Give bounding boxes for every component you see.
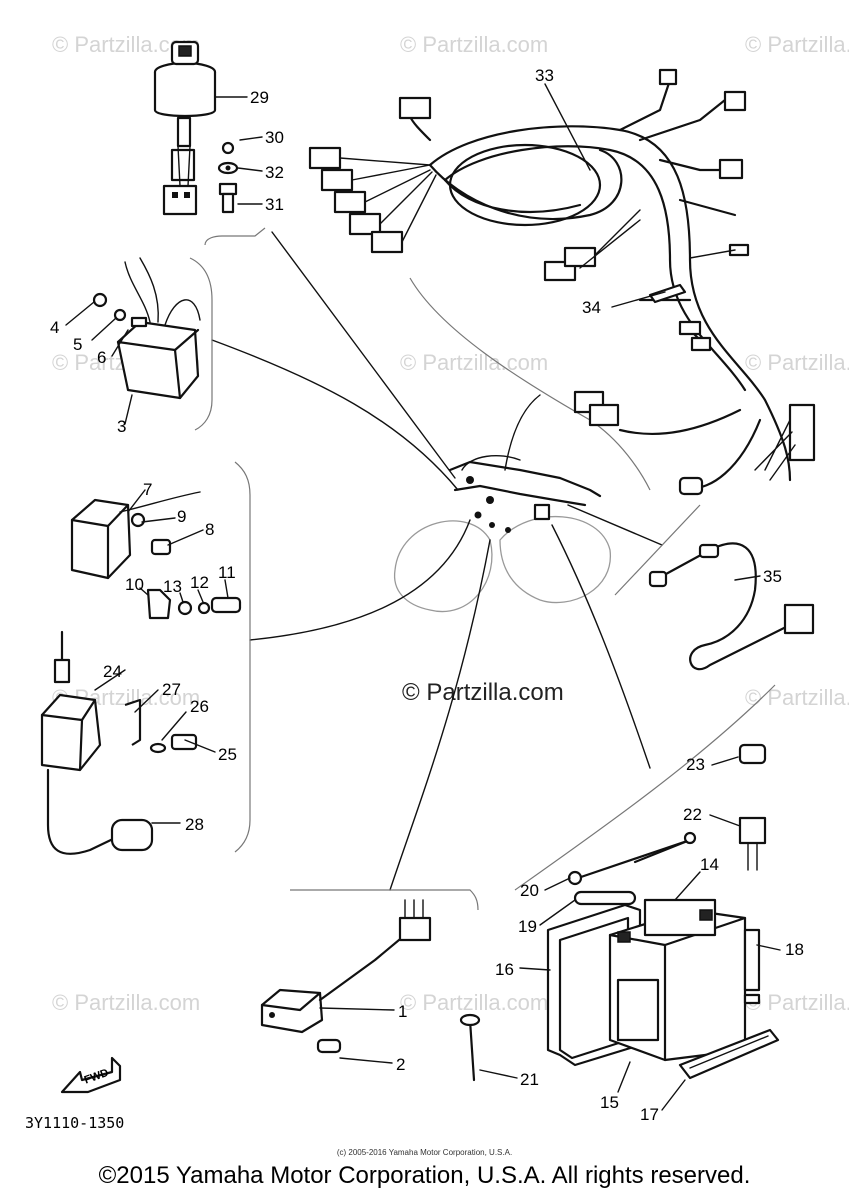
callout-14: 14 bbox=[700, 855, 719, 874]
watermark: © Partzilla.com bbox=[745, 350, 849, 375]
callout-21: 21 bbox=[520, 1070, 539, 1089]
callout-leaders bbox=[65, 83, 781, 1111]
watermark: © Partzilla.com bbox=[745, 685, 849, 710]
callout-2: 2 bbox=[396, 1055, 405, 1074]
callout-27: 27 bbox=[162, 680, 181, 699]
callout-5: 5 bbox=[73, 335, 82, 354]
callout-13: 13 bbox=[163, 577, 182, 596]
callout-22: 22 bbox=[683, 805, 702, 824]
callout-29: 29 bbox=[250, 88, 269, 107]
callout-1: 1 bbox=[398, 1002, 407, 1021]
callout-labels: 1 2 3 4 5 6 7 8 9 10 11 12 13 14 15 16 1… bbox=[50, 66, 804, 1124]
watermark: © Partzilla.com bbox=[400, 32, 548, 57]
watermark-main: © Partzilla.com bbox=[402, 679, 564, 706]
callout-24: 24 bbox=[103, 662, 122, 681]
callout-15: 15 bbox=[600, 1093, 619, 1112]
callout-18: 18 bbox=[785, 940, 804, 959]
callout-35: 35 bbox=[763, 567, 782, 586]
callout-4: 4 bbox=[50, 318, 59, 337]
flasher-relay-assembly bbox=[260, 899, 432, 1054]
callout-31: 31 bbox=[265, 195, 284, 214]
callout-11: 11 bbox=[218, 563, 236, 582]
watermark: © Partzilla.com bbox=[745, 32, 849, 57]
leader-lines bbox=[211, 231, 663, 891]
copyright-small: (c) 2005-2016 Yamaha Motor Corporation, … bbox=[336, 1148, 513, 1157]
watermark: © Partzilla.com bbox=[400, 350, 548, 375]
callout-33: 33 bbox=[535, 66, 554, 85]
regulator-assembly bbox=[70, 491, 242, 620]
watermark: © Partzilla.com bbox=[745, 990, 849, 1015]
callout-6: 6 bbox=[97, 348, 106, 367]
callout-17: 17 bbox=[640, 1105, 659, 1124]
callout-7: 7 bbox=[143, 480, 152, 499]
callout-34: 34 bbox=[582, 298, 601, 317]
motorcycle-frame-outline bbox=[393, 455, 611, 613]
wire-harness bbox=[308, 68, 816, 496]
forward-arrow: FWD bbox=[60, 1056, 122, 1094]
callout-26: 26 bbox=[190, 697, 209, 716]
copyright-main: ©2015 Yamaha Motor Corporation, U.S.A. A… bbox=[98, 1162, 751, 1189]
watermark: © Partzilla.com bbox=[400, 990, 548, 1015]
ignition-coil-assembly bbox=[40, 630, 198, 855]
group-brackets bbox=[189, 227, 776, 911]
cdi-unit-assembly bbox=[92, 257, 201, 400]
main-switch-assembly bbox=[153, 40, 239, 216]
callout-28: 28 bbox=[185, 815, 204, 834]
callout-32: 32 bbox=[265, 163, 284, 182]
callout-19: 19 bbox=[518, 917, 537, 936]
callout-10: 10 bbox=[125, 575, 144, 594]
callout-23: 23 bbox=[686, 755, 705, 774]
callout-25: 25 bbox=[218, 745, 237, 764]
watermark: © Partzilla.com bbox=[52, 990, 200, 1015]
callout-9: 9 bbox=[177, 507, 186, 526]
callout-30: 30 bbox=[265, 128, 284, 147]
battery-assembly bbox=[459, 743, 780, 1082]
callout-12: 12 bbox=[190, 573, 209, 592]
sub-harness bbox=[648, 542, 815, 671]
callout-3: 3 bbox=[117, 417, 126, 436]
callout-20: 20 bbox=[520, 881, 539, 900]
callout-8: 8 bbox=[205, 520, 214, 539]
callout-16: 16 bbox=[495, 960, 514, 979]
diagram-code: 3Y1110-1350 bbox=[25, 1114, 124, 1132]
